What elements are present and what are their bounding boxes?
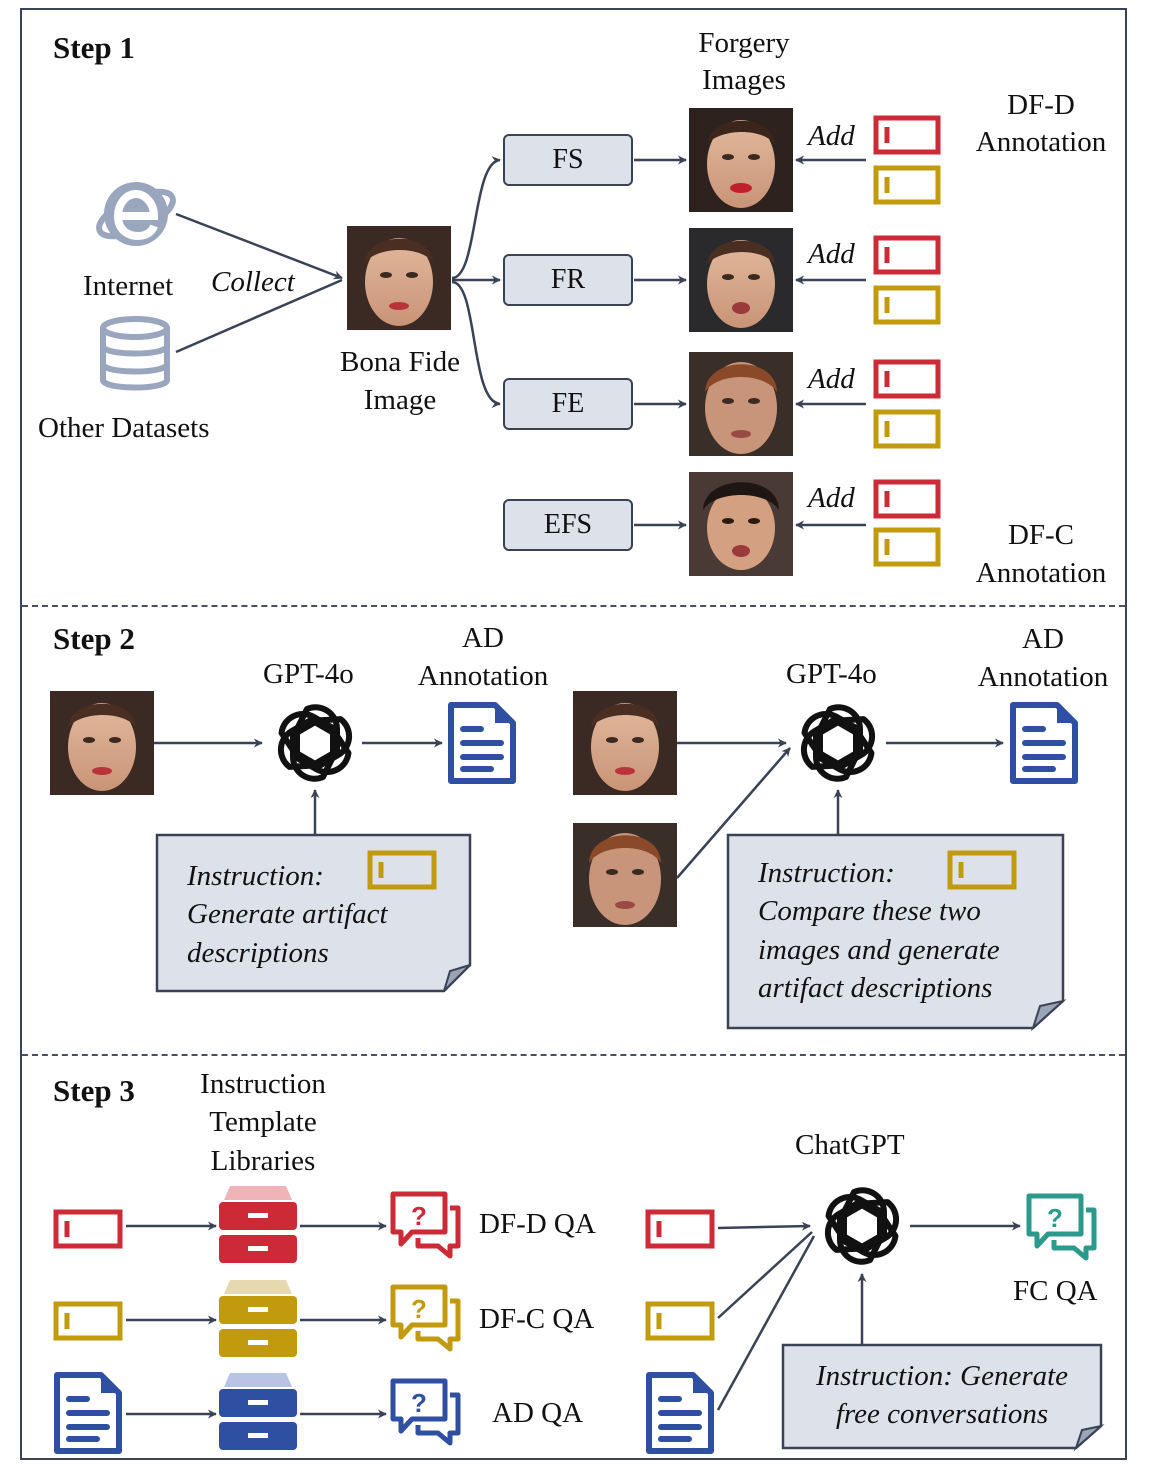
dfd-annotation-line1: DF-D [1007,89,1075,121]
gpt4o-label: GPT-4o [263,658,354,690]
method-label: EFS [543,509,593,540]
fc-qa-label: FC QA [1013,1275,1098,1307]
ad-annotation-line2: Annotation [417,660,549,692]
face-real-left [50,691,154,795]
instruction1-line2: Generate artifact [187,898,388,930]
instruction2-line2: Compare these two [758,895,981,927]
method-label: FE [551,388,585,419]
face-real-right [573,691,677,795]
instruction1-line3: descriptions [187,937,329,969]
add-label: Add [808,238,855,270]
openai-logo-icon [273,706,357,780]
method-label: FR [550,264,586,295]
ad-annotation-line1: AD [462,622,504,654]
forgery-face-fs [689,108,793,212]
cabinet-icon-gold [219,1280,297,1357]
ad-annotation-line2: Annotation [977,661,1109,693]
forgery-face-fe [689,352,793,456]
instruction2-line3: images and generate [758,934,1000,966]
method-box-fs: FS [503,134,633,186]
qa-chat-icon-blue: ? [390,1378,461,1446]
branch-arrows [451,155,866,530]
other-datasets-label: Other Datasets [38,412,210,444]
ad-annotation-line1: AD [1022,623,1064,655]
instruction3-line1: Instruction: Generate [815,1360,1069,1392]
instruction3-line2: free conversations [835,1398,1049,1430]
figure-frame [20,8,1127,1460]
dfd-qa-label: DF-D QA [479,1208,596,1240]
svg-text:?: ? [411,1388,427,1418]
instruction-note-2 [726,833,1067,1032]
face-fake-right [573,823,677,927]
step1-title: Step 1 [53,30,135,65]
method-box-fr: FR [503,254,633,306]
internet-icon [96,182,176,246]
section-divider [22,605,1125,607]
dfd-annotation-line2: Annotation [975,126,1107,158]
document-icon [1013,705,1075,781]
internet-label: Internet [83,270,174,302]
method-box-fe: FE [503,378,633,430]
instruction-note-1 [155,833,472,993]
ad-qa-label: AD QA [492,1397,584,1429]
database-icon [100,316,170,391]
add-label: Add [808,120,855,152]
cabinet-icon-red [219,1186,297,1263]
bona-fide-face [347,226,451,330]
forgery-face-efs [689,472,793,576]
dfc-annotation-line2: Annotation [975,557,1107,589]
method-label: FS [552,144,584,175]
qa-chat-icon-teal: ? [1026,1193,1097,1261]
collect-label: Collect [211,266,295,298]
instruction2-line4: artifact descriptions [758,972,993,1004]
dfc-annotation-line1: DF-C [1007,519,1075,551]
qa-chat-icon-gold: ? [390,1284,461,1352]
instruction1-line1: Instruction: [187,860,324,892]
bona-fide-label-line2: Image [363,384,437,416]
add-label: Add [808,482,855,514]
gpt4o-label: GPT-4o [786,658,877,690]
chatgpt-label: ChatGPT [795,1129,905,1161]
dfc-tag-icon [873,165,941,567]
openai-logo-icon [820,1189,904,1263]
bona-fide-label-line1: Bona Fide [339,346,461,378]
qa-chat-icon-red: ? [390,1191,461,1259]
svg-text:?: ? [411,1294,427,1324]
method-box-efs: EFS [503,499,633,551]
forgery-images-label-line1: Forgery [698,27,790,59]
cabinet-icon-blue [219,1373,297,1450]
add-label: Add [808,363,855,395]
instruction-note-3 [781,1343,1105,1452]
instruction2-line1: Instruction: [758,857,895,889]
step2-arrows [154,738,1004,879]
template-libraries-line3: Libraries [210,1145,316,1177]
dfd-tag-icon [873,115,941,519]
section-divider [22,1054,1125,1056]
collect-arrows [175,212,343,354]
forgery-images-label-line2: Images [702,64,786,96]
template-libraries-line1: Instruction [200,1068,326,1100]
svg-text:?: ? [1047,1203,1063,1233]
document-icon [57,1375,119,1451]
forgery-face-fr [689,228,793,332]
document-icon [451,705,513,781]
step3-arrows [126,1221,1021,1419]
template-libraries-line2: Template [209,1106,317,1138]
document-icon [649,1375,711,1451]
dfc-qa-label: DF-C QA [479,1303,595,1335]
step2-title: Step 2 [53,621,135,656]
openai-logo-icon [796,706,880,780]
step3-title: Step 3 [53,1073,135,1108]
step3-tags [53,1209,715,1341]
svg-text:?: ? [411,1201,427,1231]
